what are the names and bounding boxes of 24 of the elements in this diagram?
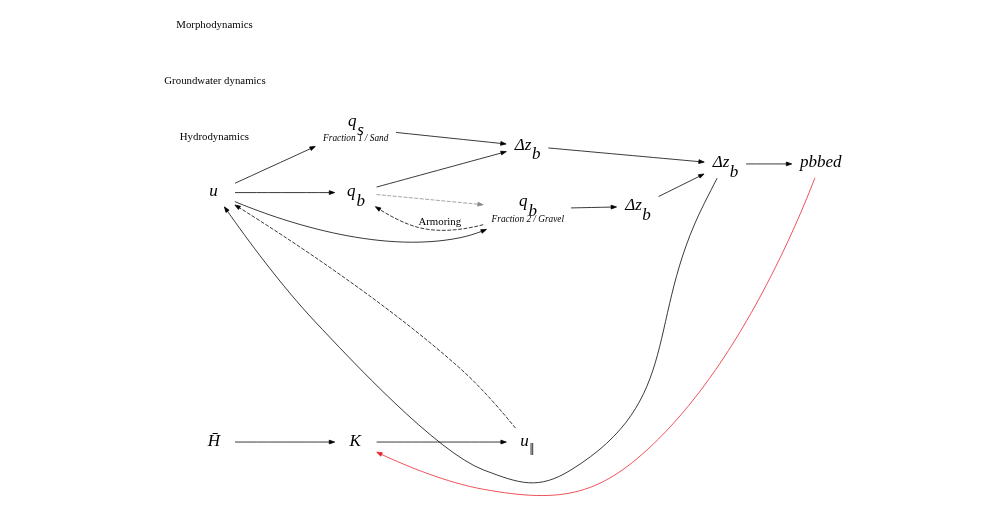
arrow xyxy=(376,150,507,188)
arrow xyxy=(547,147,705,164)
node-text: u xyxy=(209,181,218,201)
label: Hydrodynamics xyxy=(179,129,249,142)
arrow xyxy=(375,206,484,231)
node-text: K xyxy=(349,430,361,450)
arrow xyxy=(658,173,705,197)
node-text: pbbed xyxy=(799,152,842,172)
arrow xyxy=(234,439,336,445)
arrow xyxy=(395,132,507,146)
edge-label: Armoring xyxy=(418,214,462,227)
arrow xyxy=(234,201,487,243)
arrow xyxy=(234,146,316,184)
arrow xyxy=(376,194,484,207)
arrow xyxy=(376,439,507,445)
label: Morphodynamics xyxy=(176,18,253,31)
label: Groundwater dynamics xyxy=(164,73,266,86)
arrow xyxy=(234,204,516,429)
arrow xyxy=(376,177,816,496)
arrow xyxy=(224,177,718,484)
arrow xyxy=(745,161,793,167)
arrow xyxy=(234,190,336,195)
arrow xyxy=(570,204,617,210)
node-text: H̄ xyxy=(207,430,220,450)
